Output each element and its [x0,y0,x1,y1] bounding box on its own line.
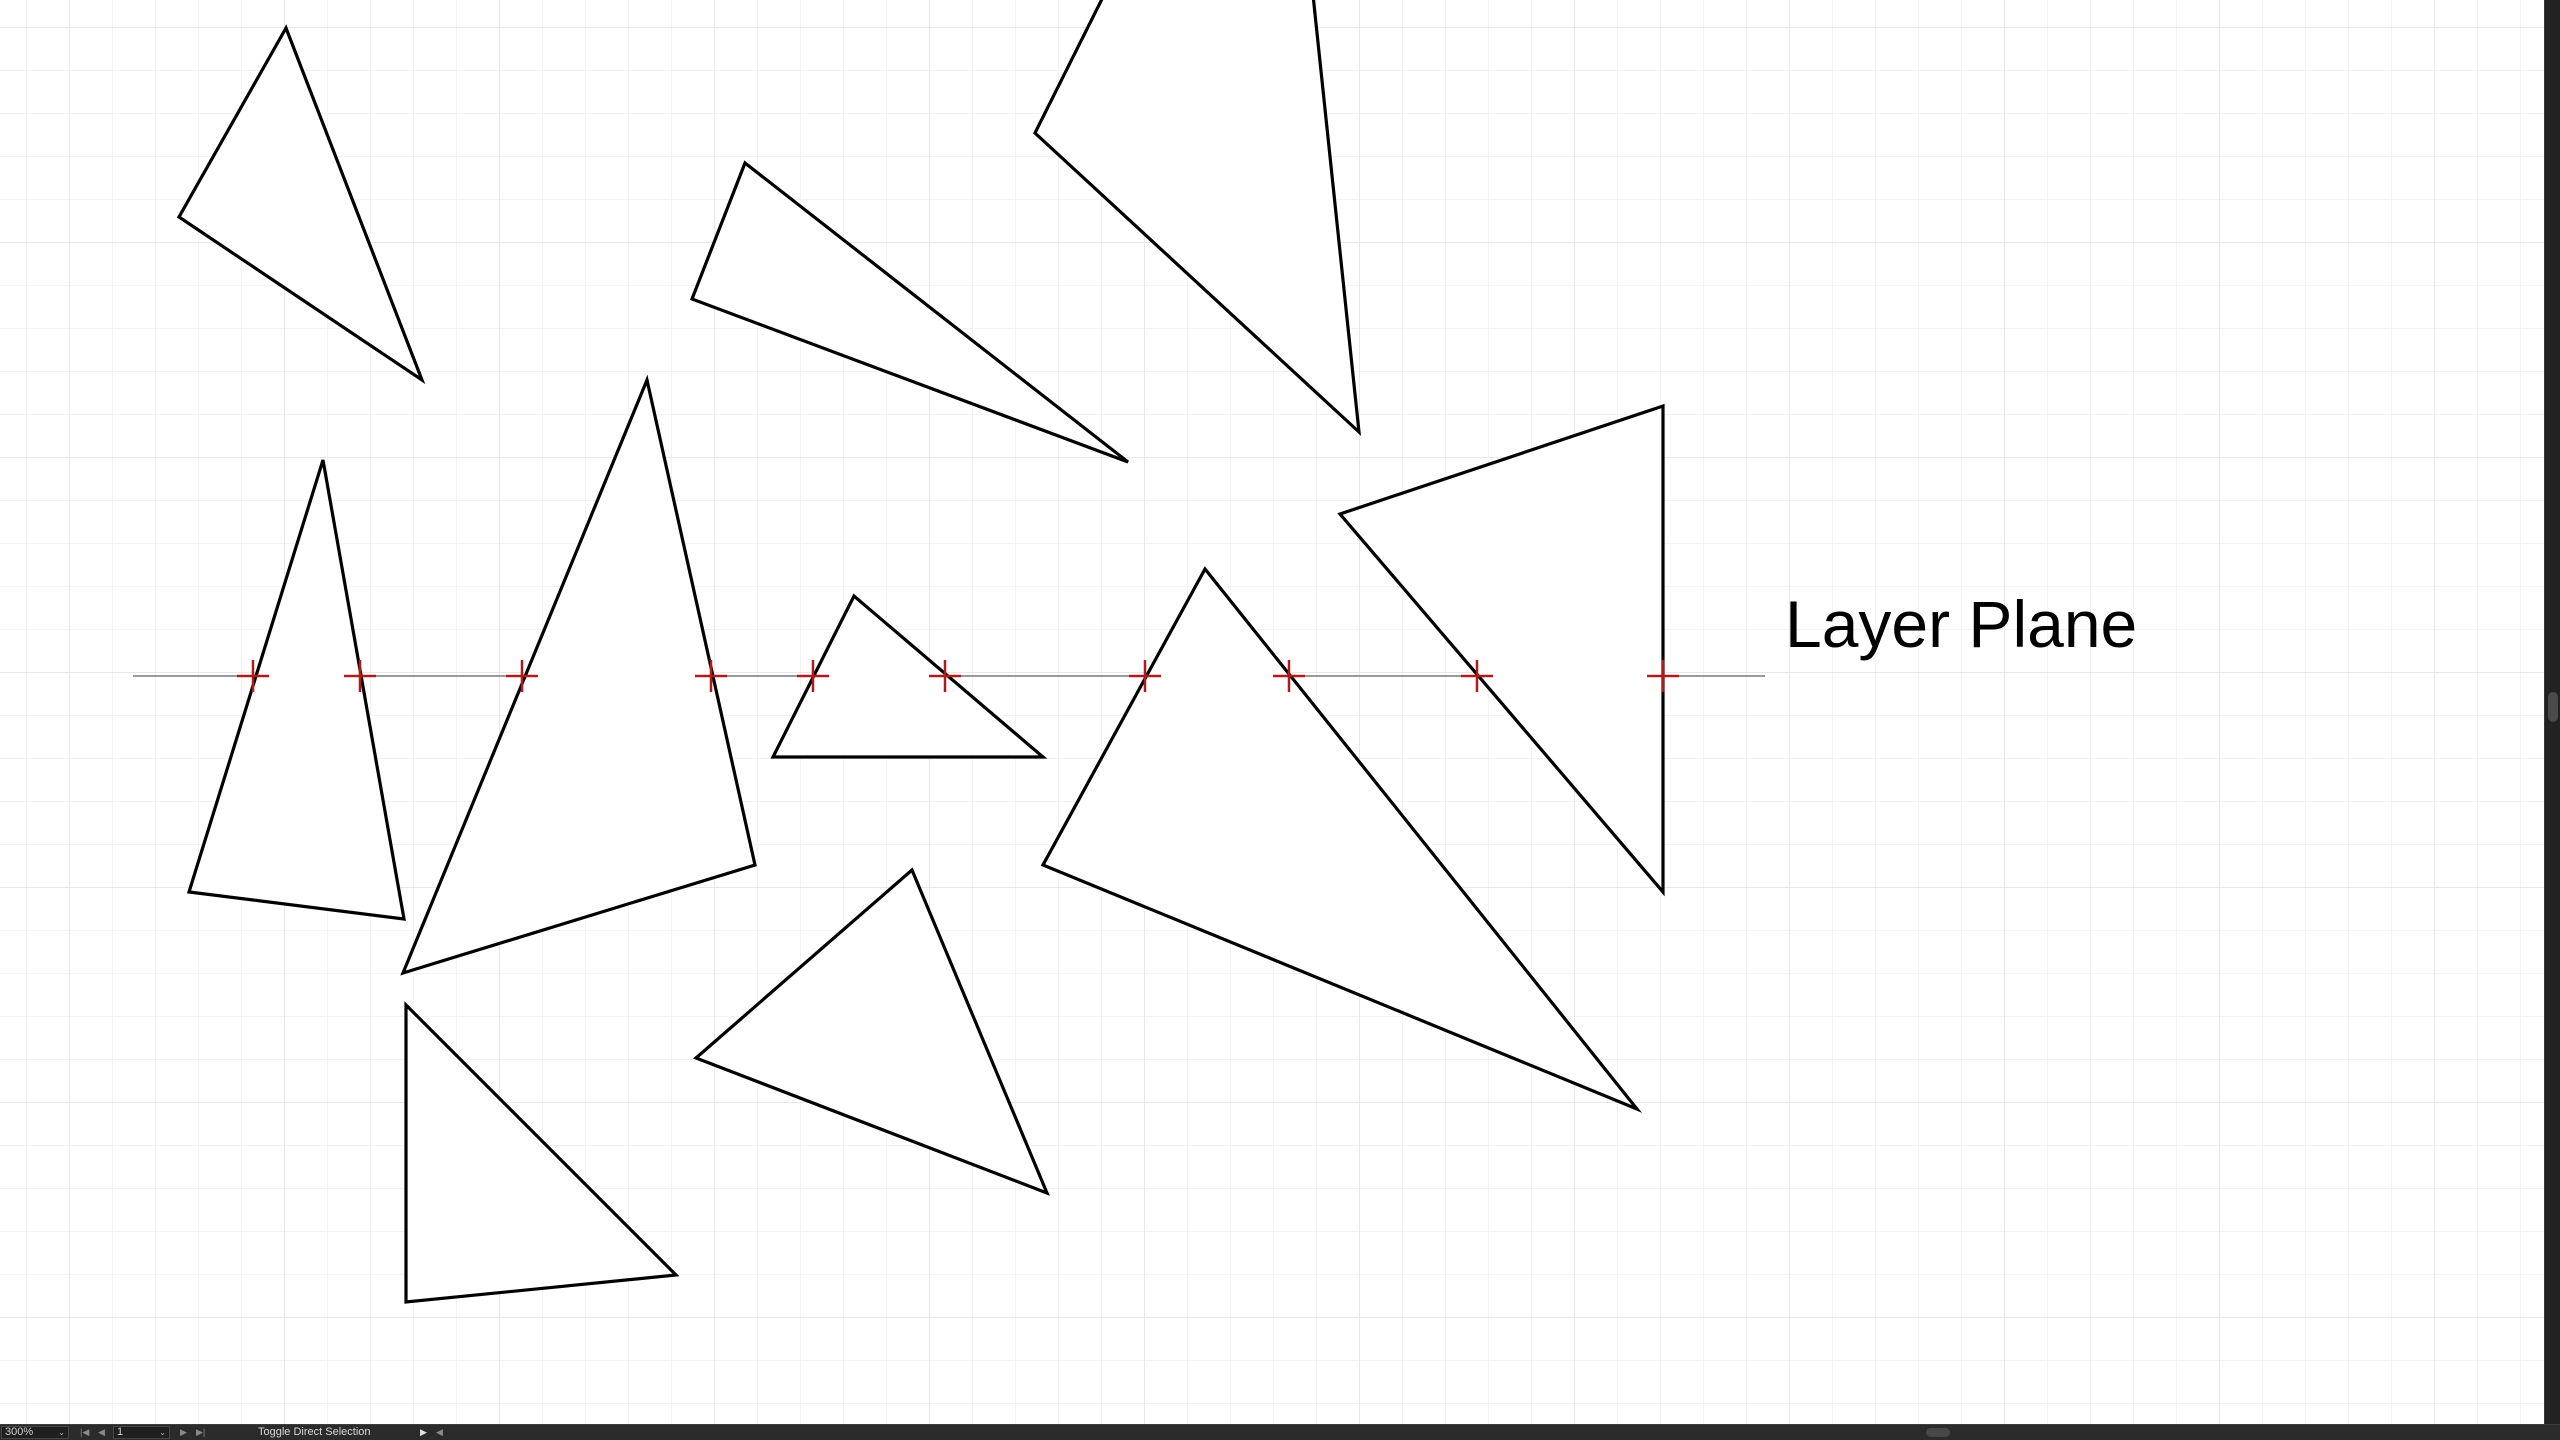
anchor-crosshair [506,660,538,692]
anchor-crosshair [695,660,727,692]
artboard-number-value: 1 [117,1426,124,1438]
horizontal-scrollbar[interactable] [450,1425,2560,1440]
anchor-crosshair [237,660,269,692]
play-icon[interactable]: ▶ [420,1427,427,1437]
vertical-scroll-thumb[interactable] [2548,692,2558,722]
zoom-field[interactable]: 300% ⌄ [1,1426,69,1439]
triangle-shape[interactable] [689,160,1129,464]
previous-icon[interactable]: ◀ [98,1427,105,1437]
triangle-shape[interactable] [186,459,406,921]
arrow-left-icon[interactable]: ◀ [436,1427,443,1437]
anchor-crosshair [1461,660,1493,692]
anchor-crosshair [797,660,829,692]
triangle-shape[interactable] [1337,403,1665,897]
anchor-crosshair [1129,660,1161,692]
triangle-shape[interactable] [1040,566,1643,1113]
triangle-shape[interactable] [176,24,426,385]
chevron-down-icon[interactable]: ⌄ [159,1428,166,1437]
last-icon[interactable]: ▶| [196,1427,206,1437]
status-bar: 300% ⌄ |◀ ◀ 1 ⌄ ▶ ▶| Toggle Direct Selec… [0,1424,2560,1440]
artboard-number-field[interactable]: 1 ⌄ [113,1426,170,1439]
first-icon[interactable]: |◀ [80,1427,90,1437]
vertical-scrollbar[interactable] [2544,0,2560,1424]
anchor-crosshair [1647,660,1679,692]
next-icon[interactable]: ▶ [180,1427,187,1437]
triangle-shape[interactable] [692,867,1050,1196]
layer-plane-label: Layer Plane [1785,587,2138,661]
anchor-crosshair [344,660,376,692]
chevron-down-icon[interactable]: ⌄ [58,1428,65,1437]
anchor-crosshair [929,660,961,692]
horizontal-scroll-thumb[interactable] [1926,1428,1950,1437]
triangle-shape[interactable] [1033,0,1362,437]
tool-status-text: Toggle Direct Selection [258,1426,371,1438]
zoom-value: 300% [5,1426,34,1438]
anchor-markers [237,660,1679,692]
triangle-shape[interactable] [404,1001,680,1304]
anchor-crosshair [1273,660,1305,692]
